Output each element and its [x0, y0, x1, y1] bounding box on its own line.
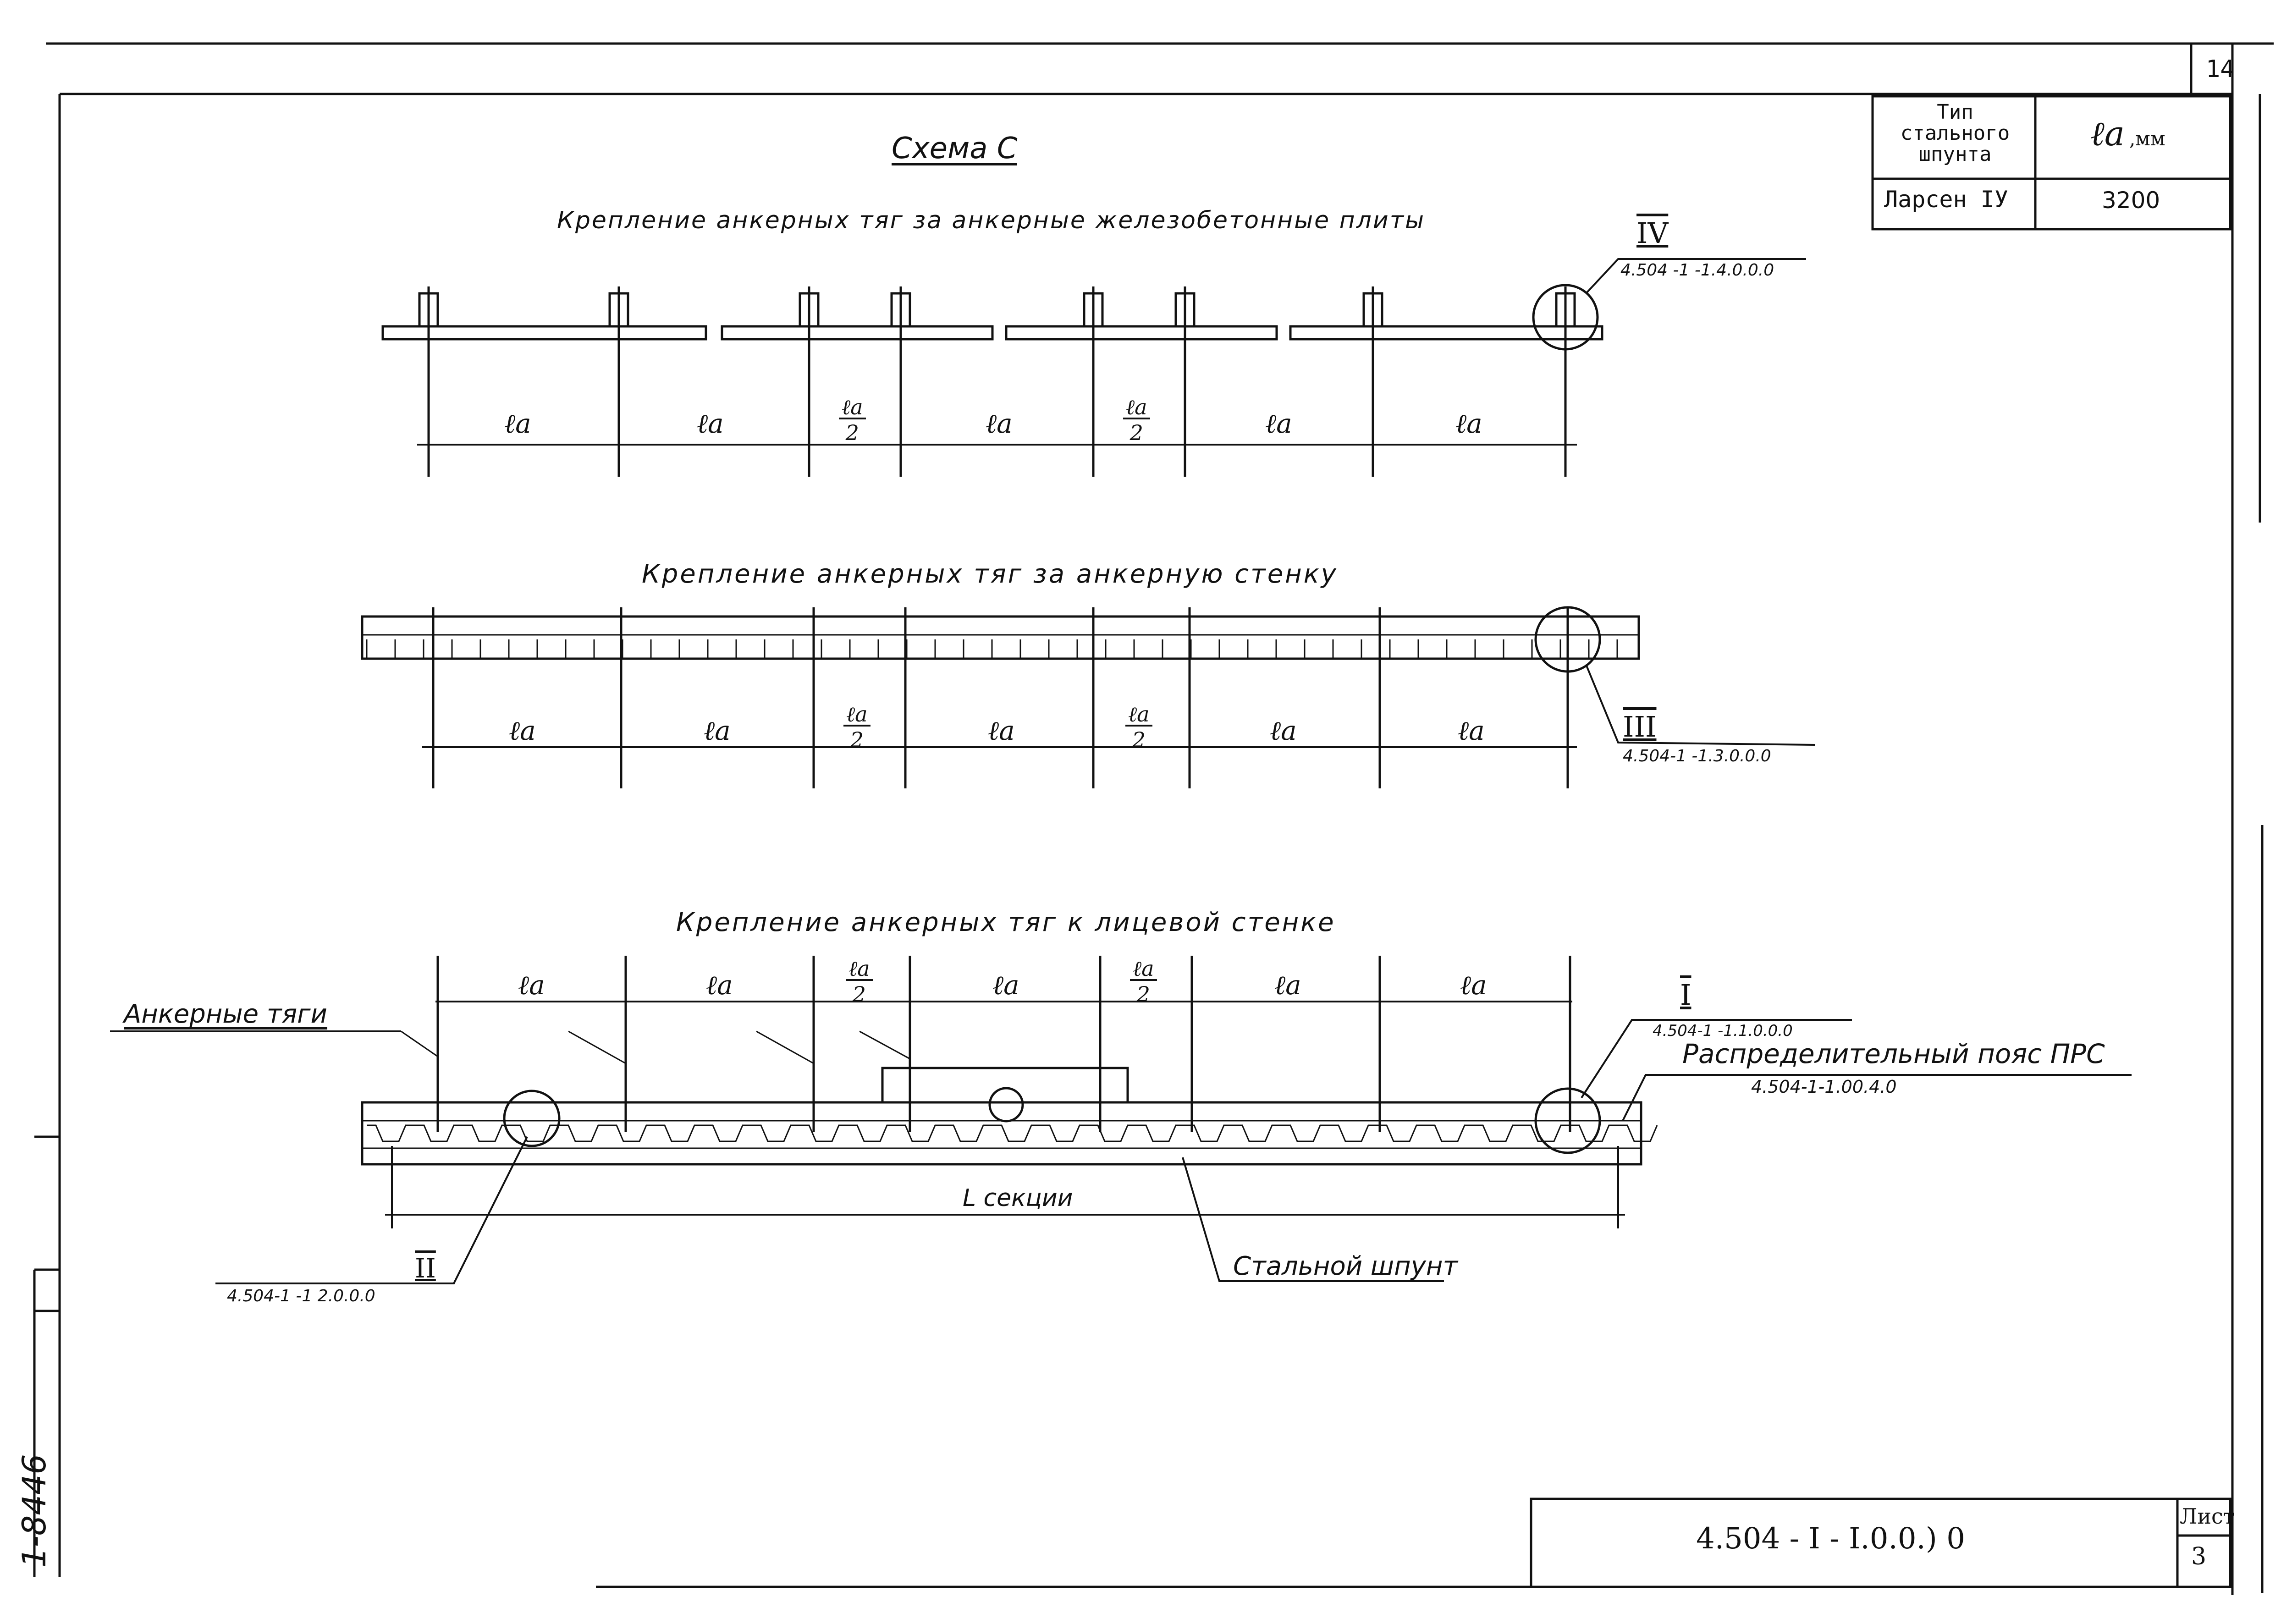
dim-spacing-label: ℓa	[1265, 408, 1292, 439]
dim-half-denominator: 2	[1129, 420, 1143, 445]
spec-table-header-type: Тип стального шпунта	[1900, 100, 2010, 166]
anchor-rods-label: Анкерные тяги	[124, 999, 327, 1029]
steel-sheet-pile-label: Стальной шпунт	[1233, 1251, 1458, 1281]
anchor-wall-row	[361, 606, 1816, 788]
dim-half-numerator: ℓa	[843, 704, 871, 727]
plates-row	[381, 258, 1806, 477]
dim-half-denominator: 2	[845, 420, 859, 445]
dim-spacing-label: ℓa	[706, 969, 733, 1001]
callout-i-ref: 4.504-1 -1.1.0.0.0	[1653, 1022, 1793, 1040]
dim-spacing-label: ℓa	[986, 408, 1013, 439]
dim-spacing-label: ℓa	[992, 969, 1019, 1001]
dim-spacing-label: ℓa	[1455, 408, 1482, 439]
dim-spacing-label: ℓa	[697, 408, 724, 439]
dim-spacing-label: ℓa	[1274, 969, 1301, 1001]
section-length-label: L секции	[963, 1184, 1073, 1212]
spec-table-row-type: Ларсен IУ	[1884, 186, 2008, 213]
section-title-face-wall: Крепление анкерных тяг к лицевой стенке	[676, 908, 1336, 937]
face-wall-row	[110, 956, 2132, 1284]
dim-spacing-label: ℓa	[509, 715, 536, 746]
sheet-number: 3	[2191, 1543, 2207, 1570]
margin-note: 1-8446	[16, 1454, 53, 1568]
spec-table-frame	[1871, 95, 2231, 231]
page-number: 14	[2206, 55, 2235, 83]
dim-spacing-label: ℓa	[988, 715, 1015, 746]
dim-spacing-label: ℓa	[1460, 969, 1487, 1001]
dim-spacing-label: ℓa	[1458, 715, 1485, 746]
callout-iii-roman: III	[1623, 710, 1657, 743]
callout-iv-roman: IV	[1636, 216, 1669, 250]
dim-half-numerator: ℓa	[839, 396, 866, 419]
spec-table-symbol: ℓa	[2090, 114, 2125, 154]
spec-table-header-symbol: ℓa,мм	[2090, 117, 2165, 151]
section-title-anchor-wall: Крепление анкерных тяг за анкерную стенк…	[642, 559, 1338, 589]
scheme-title: Схема С	[892, 132, 1018, 165]
spec-table-row-value: 3200	[2102, 187, 2160, 214]
dim-half-denominator: 2	[1136, 982, 1150, 1007]
distribution-belt-label: Распределительный пояс ПРС	[1682, 1038, 2105, 1069]
dim-spacing-label: ℓa	[518, 969, 545, 1001]
node-ii-roman: II	[415, 1253, 436, 1284]
dim-spacing-label: ℓa	[504, 408, 531, 439]
dim-spacing-label: ℓa	[704, 715, 731, 746]
callout-iv-ref: 4.504 -1 -1.4.0.0.0	[1620, 261, 1774, 280]
dim-half-numerator: ℓa	[1130, 958, 1157, 981]
sheet-pile-profile	[367, 1124, 1658, 1142]
dim-half-denominator: 2	[852, 982, 866, 1007]
distribution-belt-ref: 4.504-1-1.00.4.0	[1751, 1077, 1897, 1097]
dim-half-denominator: 2	[1132, 727, 1146, 752]
spec-table-unit: ,мм	[2129, 127, 2165, 150]
stamp-code: 4.504 - I - I.0.0.) 0	[1696, 1522, 1965, 1556]
dim-half-numerator: ℓa	[1125, 704, 1152, 727]
sheet-label: Лист	[2180, 1504, 2235, 1529]
node-ii-ref: 4.504-1 -1 2.0.0.0	[227, 1287, 375, 1305]
callout-i-roman: I	[1680, 978, 1691, 1012]
dim-spacing-label: ℓa	[1270, 715, 1297, 746]
section-title-plates: Крепление анкерных тяг за анкерные желез…	[557, 207, 1426, 234]
callout-iii-ref: 4.504-1 -1.3.0.0.0	[1623, 747, 1771, 765]
dim-half-denominator: 2	[850, 727, 864, 752]
dim-half-numerator: ℓa	[846, 958, 873, 981]
title-block-frame	[1530, 1497, 2231, 1588]
dim-half-numerator: ℓa	[1123, 396, 1150, 419]
